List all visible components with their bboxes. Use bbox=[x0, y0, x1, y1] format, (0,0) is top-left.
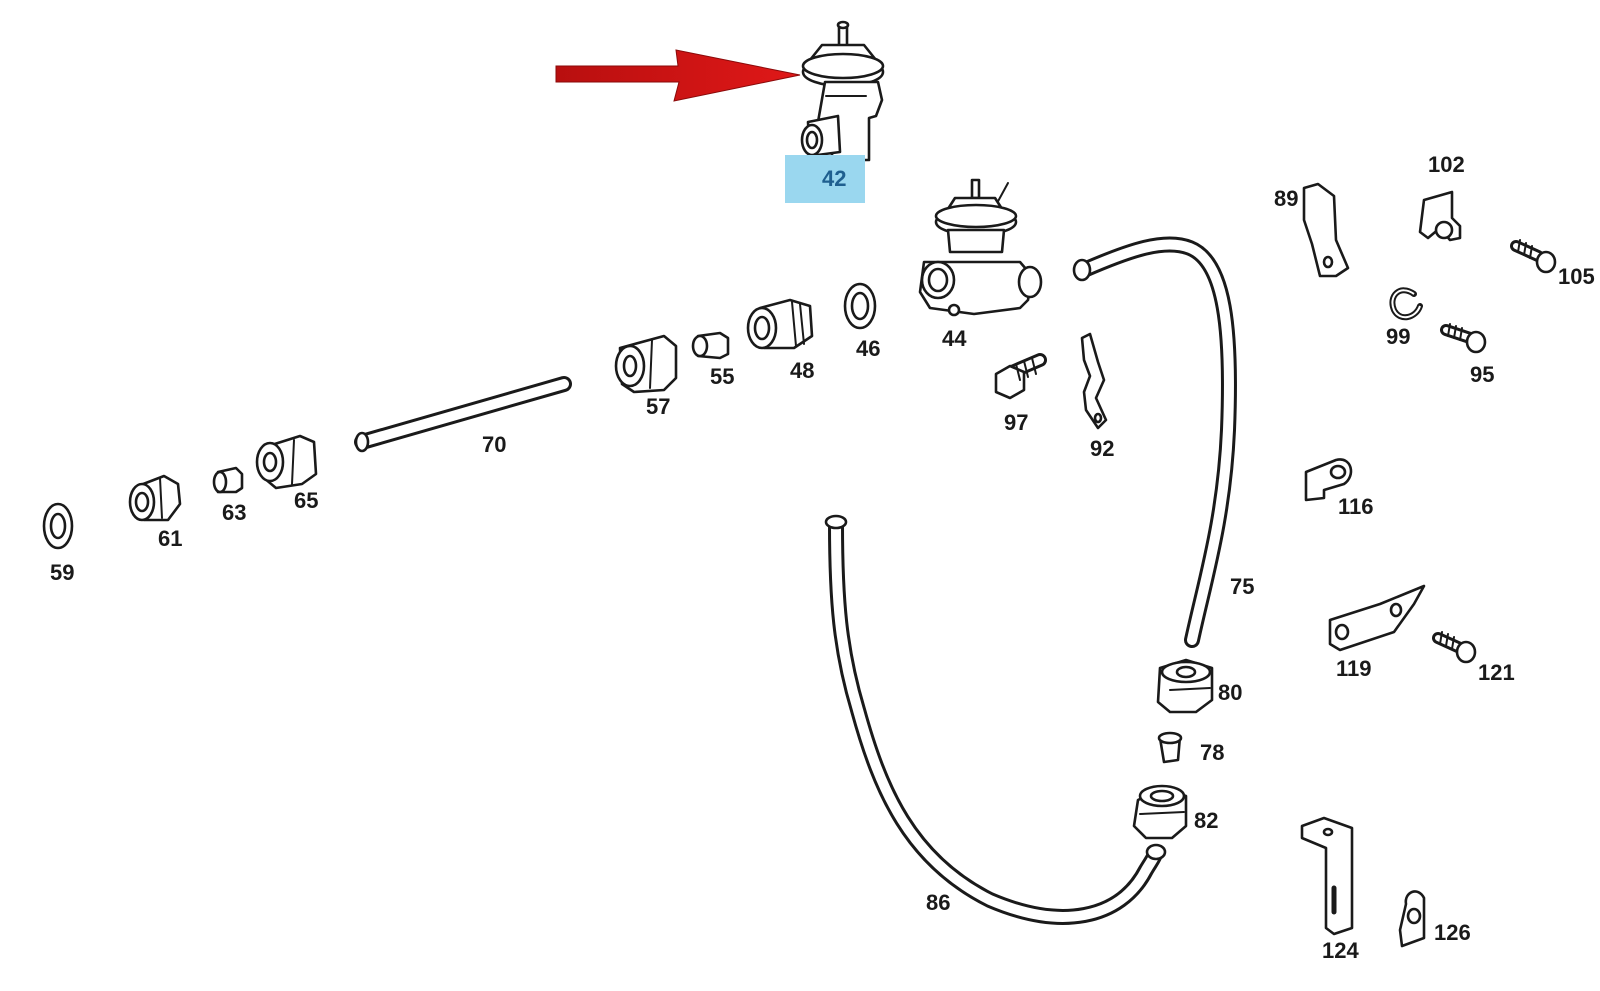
label-89: 89 bbox=[1274, 186, 1298, 211]
callout-labels: 42 44 46 48 55 57 59 61 63 65 70 75 78 8… bbox=[50, 152, 1595, 963]
pointer-arrow bbox=[555, 49, 801, 102]
label-63: 63 bbox=[222, 500, 246, 525]
label-70: 70 bbox=[482, 432, 506, 457]
label-75: 75 bbox=[1230, 574, 1254, 599]
part-99-ring[interactable] bbox=[1389, 287, 1423, 321]
part-126-clip[interactable] bbox=[1398, 890, 1426, 948]
part-86-hose[interactable] bbox=[824, 514, 1167, 925]
part-97-bolt[interactable] bbox=[994, 353, 1047, 400]
part-42-highlight bbox=[785, 155, 865, 203]
label-65: 65 bbox=[294, 488, 318, 513]
label-116: 116 bbox=[1338, 494, 1374, 519]
label-55: 55 bbox=[710, 364, 734, 389]
part-80-hex-nut[interactable] bbox=[1156, 658, 1214, 714]
part-124-bracket[interactable] bbox=[1300, 816, 1354, 936]
label-102: 102 bbox=[1428, 152, 1465, 177]
part-48-fitting[interactable] bbox=[746, 298, 814, 350]
part-89-bracket[interactable] bbox=[1302, 182, 1350, 278]
label-61: 61 bbox=[158, 526, 182, 551]
label-80: 80 bbox=[1218, 680, 1242, 705]
part-95-bolt[interactable] bbox=[1440, 323, 1487, 354]
label-121: 121 bbox=[1478, 660, 1515, 685]
part-78-sleeve[interactable] bbox=[1157, 731, 1183, 764]
label-42: 42 bbox=[822, 166, 846, 191]
label-78: 78 bbox=[1200, 740, 1224, 765]
part-44-valve[interactable] bbox=[918, 178, 1043, 317]
label-95: 95 bbox=[1470, 362, 1494, 387]
label-126: 126 bbox=[1434, 920, 1471, 945]
part-82-fitting[interactable] bbox=[1132, 784, 1188, 840]
part-42-regulator[interactable] bbox=[800, 20, 885, 162]
part-105-bolt[interactable] bbox=[1510, 239, 1557, 274]
label-46: 46 bbox=[856, 336, 880, 361]
part-102-clip[interactable] bbox=[1418, 190, 1462, 242]
part-119-bracket[interactable] bbox=[1328, 584, 1426, 652]
part-70-tube[interactable] bbox=[354, 376, 572, 453]
label-92: 92 bbox=[1090, 436, 1114, 461]
part-92-bracket[interactable] bbox=[1080, 332, 1108, 430]
part-65-hex-nut[interactable] bbox=[255, 434, 318, 490]
label-44: 44 bbox=[942, 326, 967, 351]
part-61-fitting[interactable] bbox=[128, 474, 182, 522]
part-46-washer[interactable] bbox=[843, 282, 877, 330]
part-121-bolt[interactable] bbox=[1432, 631, 1477, 664]
label-97: 97 bbox=[1004, 410, 1028, 435]
label-105: 105 bbox=[1558, 264, 1595, 289]
label-119: 119 bbox=[1336, 656, 1372, 681]
label-57: 57 bbox=[646, 394, 670, 419]
label-48: 48 bbox=[790, 358, 814, 383]
label-99: 99 bbox=[1386, 324, 1410, 349]
part-116-clip[interactable] bbox=[1304, 458, 1353, 502]
part-55-sleeve[interactable] bbox=[691, 331, 730, 360]
label-82: 82 bbox=[1194, 808, 1218, 833]
part-57-hex-nut[interactable] bbox=[614, 334, 678, 394]
part-59-washer[interactable] bbox=[42, 502, 74, 550]
part-75-hose[interactable] bbox=[1072, 236, 1237, 648]
label-124: 124 bbox=[1322, 938, 1359, 963]
label-59: 59 bbox=[50, 560, 74, 585]
label-86: 86 bbox=[926, 890, 950, 915]
part-63-sleeve[interactable] bbox=[212, 466, 244, 494]
